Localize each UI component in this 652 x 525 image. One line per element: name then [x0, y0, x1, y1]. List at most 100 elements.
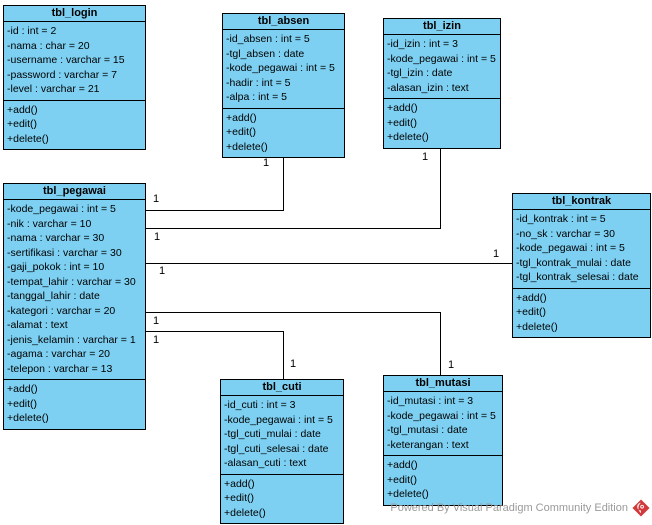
- method-row: +edit(): [226, 126, 257, 138]
- attribute-row: -id_cuti : int = 3: [224, 399, 296, 411]
- attribute-row: -alasan_izin : text: [387, 81, 469, 94]
- attribute-row: -agama : varchar = 20: [7, 348, 111, 360]
- attribute-row: -tgl_mutasi : date: [387, 424, 468, 436]
- class-tbl_kontrak[interactable]: tbl_kontrak -id_kontrak : int = 5 -no_sk…: [512, 193, 651, 338]
- attribute-row: -kode_pegawai : int = 5: [516, 242, 625, 254]
- visual-paradigm-logo-icon[interactable]: [632, 499, 650, 517]
- attribute-row: -tgl_kontrak_mulai : date: [516, 256, 631, 269]
- method-row: +add(): [7, 103, 38, 116]
- connector-pegawai-izin[interactable]: [440, 146, 441, 229]
- attribute-row: -level : varchar = 21: [7, 83, 100, 95]
- method-row: +edit(): [516, 306, 547, 318]
- method-row: +delete(): [224, 506, 266, 519]
- method-row: +edit(): [7, 118, 38, 130]
- connector-pegawai-absen[interactable]: [283, 151, 284, 211]
- method-row: +delete(): [7, 132, 49, 145]
- attribute-row: -id_izin : int = 3: [387, 38, 458, 50]
- attribute-row: -kode_pegawai : int = 5: [7, 203, 116, 215]
- attribute-row: -kode_pegawai : int = 5: [226, 62, 335, 74]
- attribute-row: -gaji_pokok : int = 10: [7, 261, 105, 273]
- attribute-row: -id_kontrak : int = 5: [516, 213, 606, 225]
- multiplicity-label: 1: [290, 358, 297, 370]
- method-row: +add(): [516, 291, 547, 304]
- attributes-section: -kode_pegawai : int = 5 -nik : varchar =…: [4, 200, 145, 380]
- multiplicity-label: 1: [422, 151, 429, 163]
- attributes-section: -id : int = 2 -nama : char = 20 -usernam…: [4, 22, 145, 101]
- multiplicity-label: 1: [153, 315, 160, 327]
- multiplicity-label: 1: [263, 157, 270, 169]
- method-row: +add(): [224, 477, 255, 490]
- attribute-row: -nik : varchar = 10: [7, 217, 92, 230]
- attribute-row: -telepon : varchar = 13: [7, 362, 113, 375]
- class-title: tbl_pegawai: [4, 184, 145, 200]
- connector-pegawai-kontrak[interactable]: [146, 263, 512, 264]
- attribute-row: -alamat : text: [7, 319, 68, 331]
- attribute-row: -kode_pegawai : int = 5: [387, 52, 496, 65]
- connector-pegawai-izin[interactable]: [146, 228, 441, 229]
- attribute-row: -tgl_absen : date: [226, 47, 305, 60]
- attribute-row: -tgl_cuti_mulai : date: [224, 428, 321, 440]
- attributes-section: -id_absen : int = 5 -tgl_absen : date -k…: [223, 30, 344, 109]
- connector-pegawai-absen[interactable]: [146, 210, 284, 211]
- method-row: +edit(): [387, 473, 418, 486]
- attribute-row: -alpa : int = 5: [226, 91, 287, 103]
- method-row: +edit(): [7, 397, 38, 410]
- multiplicity-label: 1: [448, 359, 455, 371]
- attributes-section: -id_kontrak : int = 5 -no_sk : varchar =…: [513, 210, 650, 289]
- multiplicity-label: 1: [159, 265, 166, 277]
- class-tbl_mutasi[interactable]: tbl_mutasi -id_mutasi : int = 3 -kode_pe…: [383, 375, 503, 506]
- class-tbl_login[interactable]: tbl_login -id : int = 2 -nama : char = 2…: [3, 5, 146, 150]
- attribute-row: -id_mutasi : int = 3: [387, 395, 474, 407]
- attributes-section: -id_cuti : int = 3 -kode_pegawai : int =…: [221, 396, 343, 475]
- method-row: +delete(): [7, 412, 49, 424]
- attribute-row: -tgl_kontrak_selesai : date: [516, 271, 639, 283]
- attribute-row: -tgl_izin : date: [387, 67, 453, 79]
- attribute-row: -nama : char = 20: [7, 39, 90, 52]
- methods-section: +add() +edit() +delete(): [384, 456, 502, 505]
- attribute-row: -alasan_cuti : text: [224, 457, 307, 469]
- class-title: tbl_absen: [223, 14, 344, 30]
- class-tbl_pegawai[interactable]: tbl_pegawai -kode_pegawai : int = 5 -nik…: [3, 183, 146, 430]
- attribute-row: -id_absen : int = 5: [226, 33, 310, 45]
- multiplicity-label: 1: [154, 231, 161, 243]
- method-row: +add(): [226, 111, 257, 124]
- methods-section: +add() +edit() +delete(): [4, 101, 145, 150]
- method-row: +add(): [387, 102, 418, 114]
- methods-section: +add() +edit() +delete(): [384, 99, 500, 148]
- class-title: tbl_izin: [384, 19, 500, 35]
- method-row: +delete(): [387, 488, 429, 500]
- connector-pegawai-cuti[interactable]: [283, 331, 284, 379]
- class-title: tbl_cuti: [221, 380, 343, 396]
- attribute-row: -keterangan : text: [387, 438, 469, 451]
- class-tbl_izin[interactable]: tbl_izin -id_izin : int = 3 -kode_pegawa…: [383, 18, 501, 149]
- attributes-section: -id_mutasi : int = 3 -kode_pegawai : int…: [384, 392, 502, 456]
- class-title: tbl_kontrak: [513, 194, 650, 210]
- multiplicity-label: 1: [153, 334, 160, 346]
- connector-pegawai-mutasi[interactable]: [440, 312, 441, 375]
- method-row: +add(): [387, 459, 418, 471]
- attribute-row: -tempat_lahir : varchar = 30: [7, 275, 136, 288]
- class-title: tbl_mutasi: [384, 376, 502, 392]
- multiplicity-label: 1: [493, 248, 500, 260]
- attribute-row: -nama : varchar = 30: [7, 232, 105, 244]
- attribute-row: -tgl_cuti_selesai : date: [224, 442, 329, 455]
- methods-section: +add() +edit() +delete(): [223, 109, 344, 158]
- method-row: +delete(): [516, 320, 558, 333]
- connector-pegawai-cuti[interactable]: [146, 331, 284, 332]
- attribute-row: -tanggal_lahir : date: [7, 290, 100, 302]
- class-tbl_absen[interactable]: tbl_absen -id_absen : int = 5 -tgl_absen…: [222, 13, 345, 158]
- class-tbl_cuti[interactable]: tbl_cuti -id_cuti : int = 3 -kode_pegawa…: [220, 379, 344, 524]
- attribute-row: -kode_pegawai : int = 5: [224, 413, 333, 426]
- method-row: +edit(): [387, 116, 418, 129]
- attribute-row: -sertifikasi : varchar = 30: [7, 246, 122, 259]
- methods-section: +add() +edit() +delete(): [513, 289, 650, 338]
- connector-pegawai-mutasi[interactable]: [146, 312, 441, 313]
- method-row: +edit(): [224, 492, 255, 504]
- methods-section: +add() +edit() +delete(): [4, 380, 145, 429]
- footer-credit: Powered By Visual Paradigm Community Edi…: [390, 499, 650, 517]
- method-row: +delete(): [226, 140, 268, 153]
- attributes-section: -id_izin : int = 3 -kode_pegawai : int =…: [384, 35, 500, 99]
- attribute-row: -username : varchar = 15: [7, 54, 125, 66]
- method-row: +add(): [7, 383, 38, 395]
